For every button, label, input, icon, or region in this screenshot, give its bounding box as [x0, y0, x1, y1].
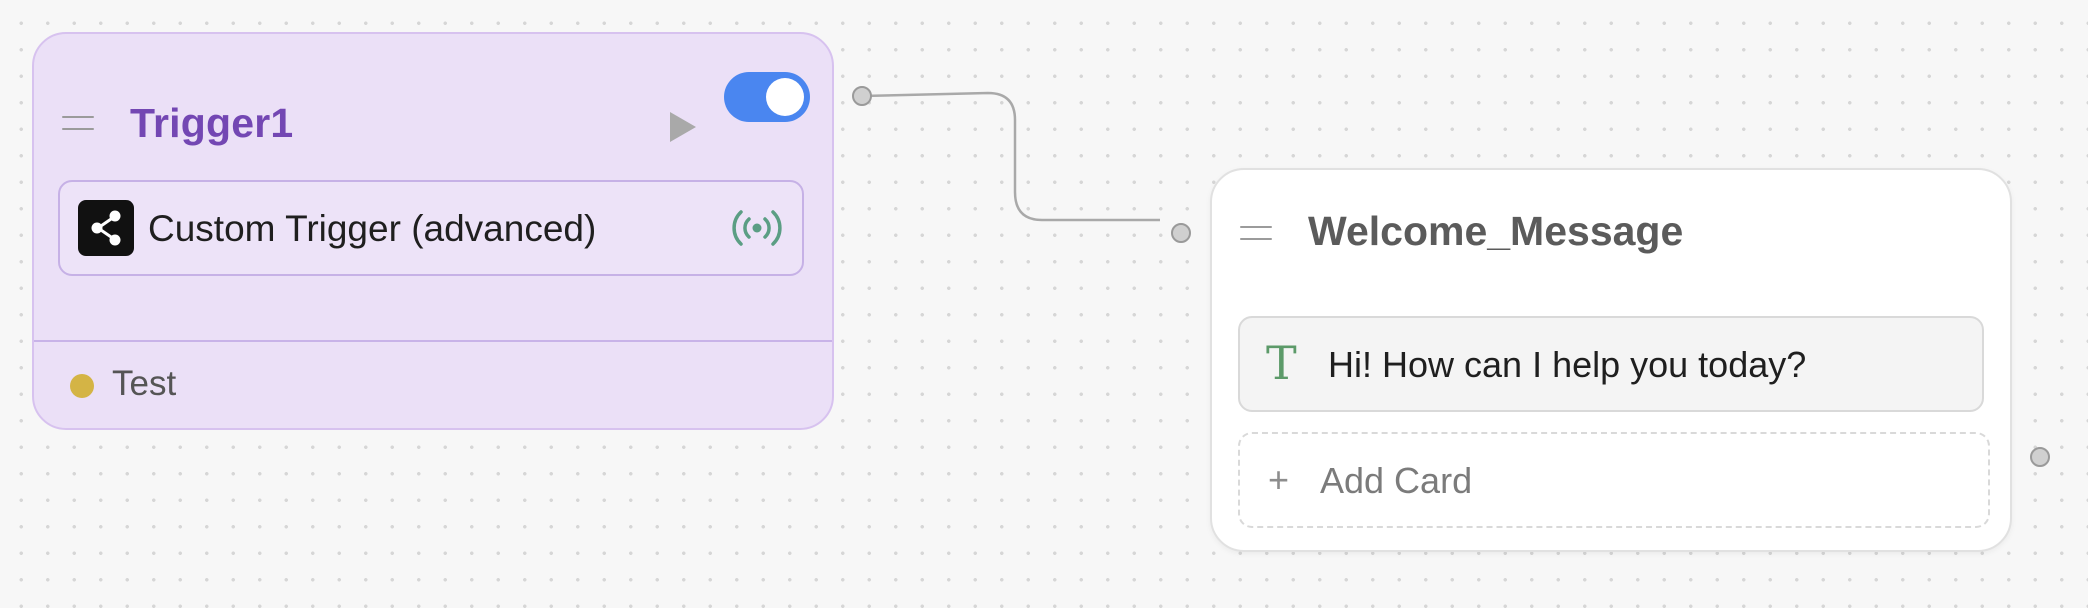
status-label[interactable]: Test [112, 364, 177, 403]
trigger-to-message-edge[interactable] [861, 91, 1160, 222]
add-card-label: Add Card [1320, 460, 1473, 501]
custom-trigger-card[interactable]: Custom Trigger (advanced) [58, 180, 804, 276]
share-icon [78, 200, 134, 256]
trigger-node-title[interactable]: Trigger1 [130, 100, 294, 146]
broadcast-icon [732, 208, 782, 253]
toggle-knob [766, 78, 804, 116]
node-footer-divider [34, 340, 832, 342]
text-card[interactable]: T Hi! How can I help you today? [1238, 316, 1984, 412]
message-input-handle[interactable] [1171, 223, 1191, 243]
add-card-button[interactable]: + Add Card [1238, 432, 1990, 528]
plus-icon: + [1268, 459, 1290, 500]
play-icon[interactable] [670, 112, 696, 142]
drag-handle-icon[interactable] [62, 116, 94, 140]
message-output-handle[interactable] [2030, 447, 2050, 467]
text-icon: T [1266, 336, 1297, 390]
trigger-enable-toggle[interactable] [724, 72, 810, 122]
status-dot-icon [70, 374, 94, 398]
trigger-output-handle[interactable] [852, 86, 872, 106]
message-node[interactable]: Welcome_Message T Hi! How can I help you… [1210, 168, 2012, 552]
text-card-label: Hi! How can I help you today? [1328, 344, 1807, 385]
custom-trigger-label: Custom Trigger (advanced) [148, 208, 597, 249]
drag-handle-icon[interactable] [1240, 226, 1272, 250]
trigger-node[interactable]: Trigger1 Custom Trigger (advanced) [32, 32, 834, 430]
message-node-title[interactable]: Welcome_Message [1308, 208, 1684, 254]
